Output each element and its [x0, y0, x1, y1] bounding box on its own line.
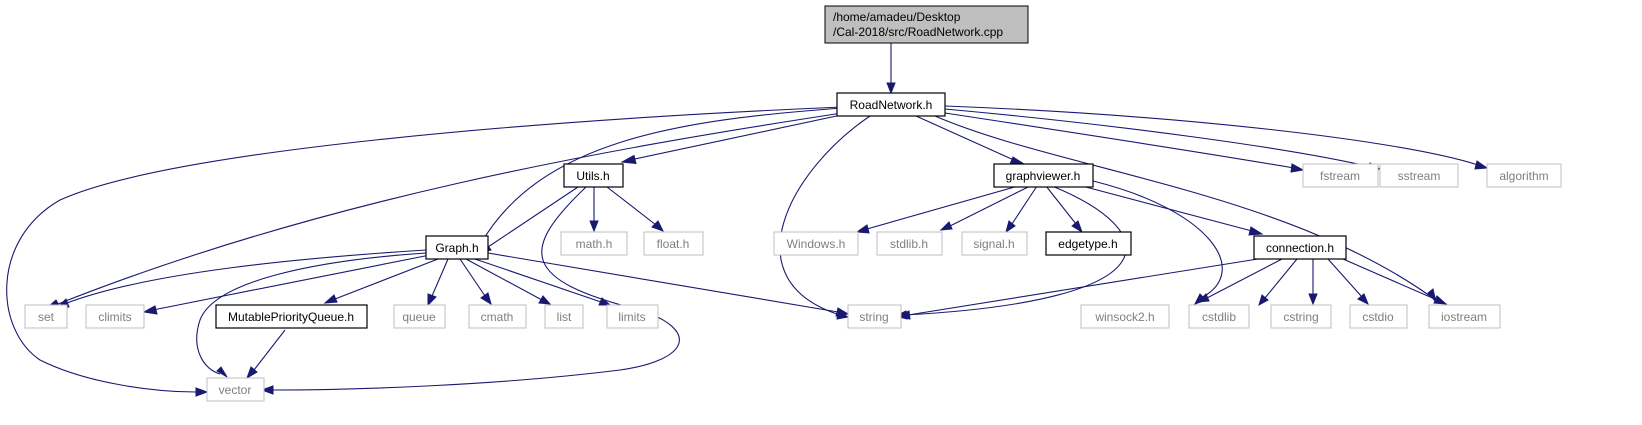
edge-roadnetwork-utils	[620, 110, 861, 165]
edge-graphviewer-signal	[1005, 185, 1038, 234]
node-label: Utils.h	[576, 169, 609, 183]
node-label: cmath	[481, 310, 514, 324]
edge-utils-vector	[260, 186, 680, 395]
node-windows-h: Windows.h	[773, 231, 859, 256]
node-label: iostream	[1441, 310, 1487, 324]
node-label: vector	[219, 383, 252, 397]
edge-roadnetwork-graphviewer	[915, 115, 1026, 165]
edge-roadnetwork-string	[779, 115, 871, 320]
edge-roadnetwork-set	[45, 112, 843, 309]
edge-graphviewer-connection	[1081, 185, 1264, 236]
node-label: connection.h	[1266, 241, 1334, 255]
edge-graph-limits	[474, 258, 612, 306]
node-cstdlib: cstdlib	[1188, 304, 1250, 329]
node-label: RoadNetwork.h	[850, 98, 933, 112]
node-label: edgetype.h	[1058, 237, 1117, 251]
root-path-line2: /Cal-2018/src/RoadNetwork.cpp	[833, 25, 1003, 39]
node-stdlib-h: stdlib.h	[876, 231, 943, 256]
node-label: MutablePriorityQueue.h	[228, 310, 354, 324]
node-connection[interactable]: connection.h	[1253, 235, 1347, 260]
node-winsock2-h: winsock2.h	[1080, 304, 1170, 329]
edge-roadnetwork-sstream	[944, 108, 1382, 172]
node-label: winsock2.h	[1094, 310, 1154, 324]
node-math-h: math.h	[560, 231, 628, 256]
edges	[6, 43, 1489, 397]
edge-roadnetwork-fstream	[944, 112, 1305, 173]
node-graph[interactable]: Graph.h	[425, 235, 489, 260]
edge-roadnetwork-iostream	[934, 115, 1437, 303]
edge-graph-cmath	[459, 258, 492, 306]
node-label: cstdlib	[1202, 310, 1236, 324]
node-climits: climits	[85, 304, 145, 329]
node-label: math.h	[576, 237, 613, 251]
node-cstdio: cstdio	[1349, 304, 1408, 329]
node-label: string	[859, 310, 888, 324]
node-label: cstdio	[1362, 310, 1394, 324]
root-path-line1: /home/amadeu/Desktop	[833, 10, 961, 24]
edge-connection-cstring	[1308, 259, 1318, 306]
edge-utils-float	[606, 186, 665, 232]
node-label: fstream	[1320, 169, 1360, 183]
node-label: stdlib.h	[890, 237, 928, 251]
edge-graph-climits	[142, 254, 431, 315]
edge-graphviewer-windows	[855, 185, 1019, 234]
node-label: climits	[98, 310, 131, 324]
node-limits: limits	[606, 304, 659, 329]
edge-roadnetwork-vector	[6, 106, 843, 397]
edge-mpq-vector	[246, 329, 286, 380]
node-set: set	[24, 304, 68, 329]
root-file-node: /home/amadeu/Desktop /Cal-2018/src/RoadN…	[824, 5, 1029, 44]
node-label: Windows.h	[787, 237, 846, 251]
edge-connection-cstdio	[1327, 258, 1369, 306]
edge-connection-winsock	[1196, 258, 1283, 303]
node-label: algorithm	[1499, 169, 1548, 183]
edge-utils-math	[589, 187, 599, 233]
node-label: signal.h	[973, 237, 1014, 251]
node-label: set	[38, 310, 55, 324]
edge-graph-list	[465, 258, 552, 305]
edge-graph-vector	[196, 252, 427, 378]
edge-connection-cstdlib	[1258, 258, 1298, 307]
node-queue: queue	[393, 304, 446, 329]
node-algorithm: algorithm	[1486, 163, 1562, 188]
edge-graphviewer-edgetype	[1045, 185, 1083, 234]
edge-connection-iostream	[1342, 258, 1448, 305]
node-iostream: iostream	[1428, 304, 1501, 329]
node-sstream: sstream	[1379, 163, 1459, 188]
node-label: cstring	[1283, 310, 1318, 324]
node-label: float.h	[657, 237, 690, 251]
node-fstream: fstream	[1302, 163, 1379, 188]
node-label: limits	[618, 310, 645, 324]
node-cstring: cstring	[1270, 304, 1332, 329]
edge-graph-mpq	[323, 258, 439, 304]
edge-graph-string	[487, 252, 850, 317]
node-vector: vector	[206, 377, 265, 402]
nodes: /home/amadeu/Desktop /Cal-2018/src/RoadN…	[24, 5, 1562, 402]
node-float-h: float.h	[643, 231, 704, 256]
edge-roadnetwork-algorithm	[944, 105, 1489, 170]
node-list: list	[544, 304, 584, 329]
node-graphviewer[interactable]: graphviewer.h	[993, 163, 1094, 188]
edge-graphviewer-stdlib	[939, 185, 1031, 231]
node-label: graphviewer.h	[1006, 169, 1081, 183]
node-label: sstream	[1398, 169, 1441, 183]
node-mutable-priority-queue[interactable]: MutablePriorityQueue.h	[215, 304, 368, 329]
node-string: string	[847, 304, 902, 329]
edge-root-roadnetwork	[886, 43, 896, 95]
node-edgetype[interactable]: edgetype.h	[1045, 231, 1132, 256]
node-roadnetwork[interactable]: RoadNetwork.h	[836, 92, 946, 117]
edge-graph-queue	[427, 258, 449, 307]
edge-graph-set	[56, 249, 427, 308]
node-cmath: cmath	[468, 304, 527, 329]
node-label: queue	[402, 310, 436, 324]
node-label: list	[557, 310, 572, 324]
node-label: Graph.h	[435, 241, 478, 255]
node-signal-h: signal.h	[961, 231, 1028, 256]
node-utils[interactable]: Utils.h	[563, 163, 624, 188]
